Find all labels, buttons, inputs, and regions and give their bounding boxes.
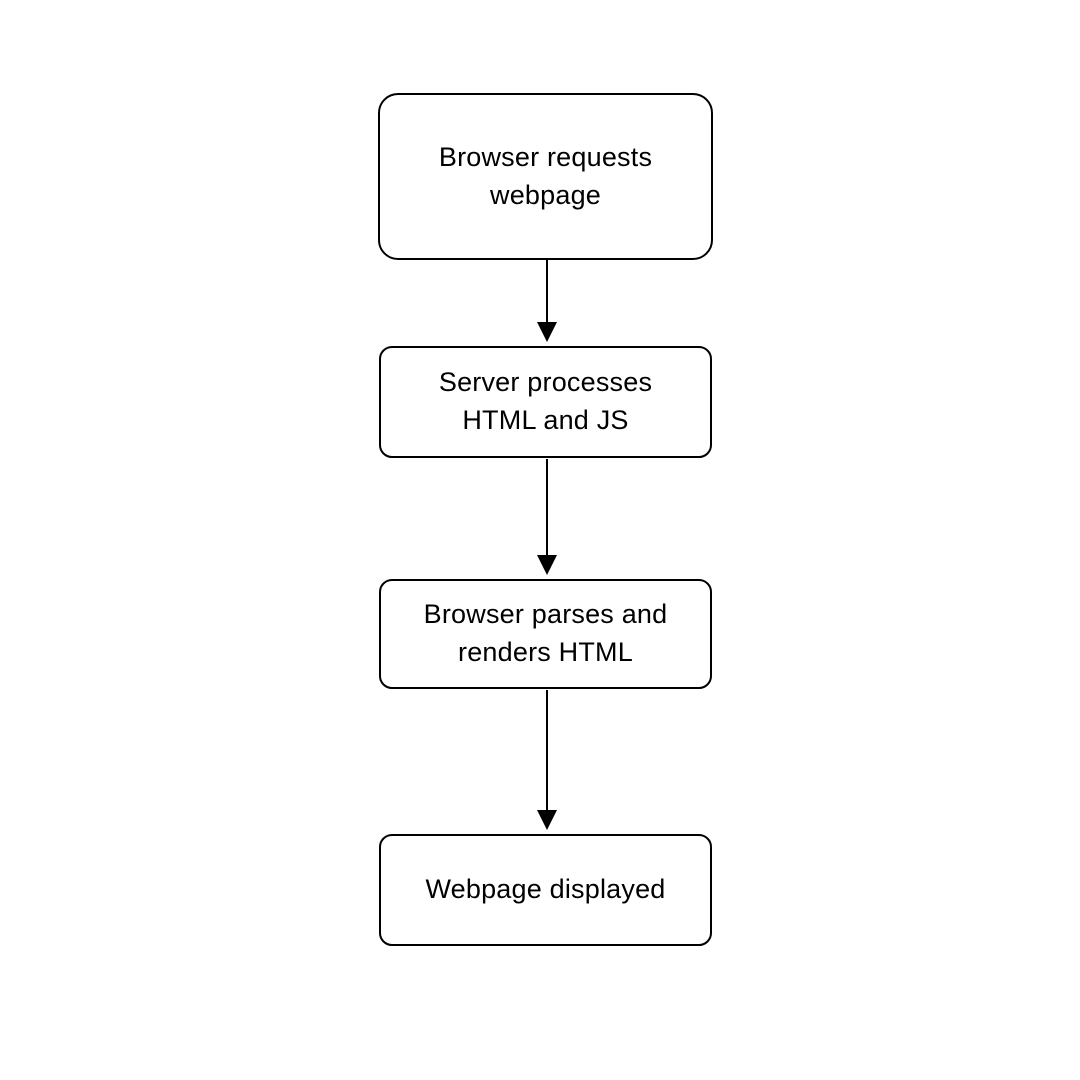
flow-node-browser-requests-webpage: Browser requests webpage — [378, 93, 713, 260]
node-label: Browser requests webpage — [438, 141, 653, 210]
flow-node-webpage-displayed: Webpage displayed — [379, 834, 712, 946]
node-label: Server processes HTML and JS — [438, 367, 653, 435]
flow-node-browser-parses-renders-html: Browser parses and renders HTML — [379, 579, 712, 689]
flow-node-server-processes-html-js: Server processes HTML and JS — [379, 346, 712, 458]
node-label: Webpage displayed — [425, 874, 666, 905]
node-label: Browser parses and renders HTML — [423, 599, 668, 667]
